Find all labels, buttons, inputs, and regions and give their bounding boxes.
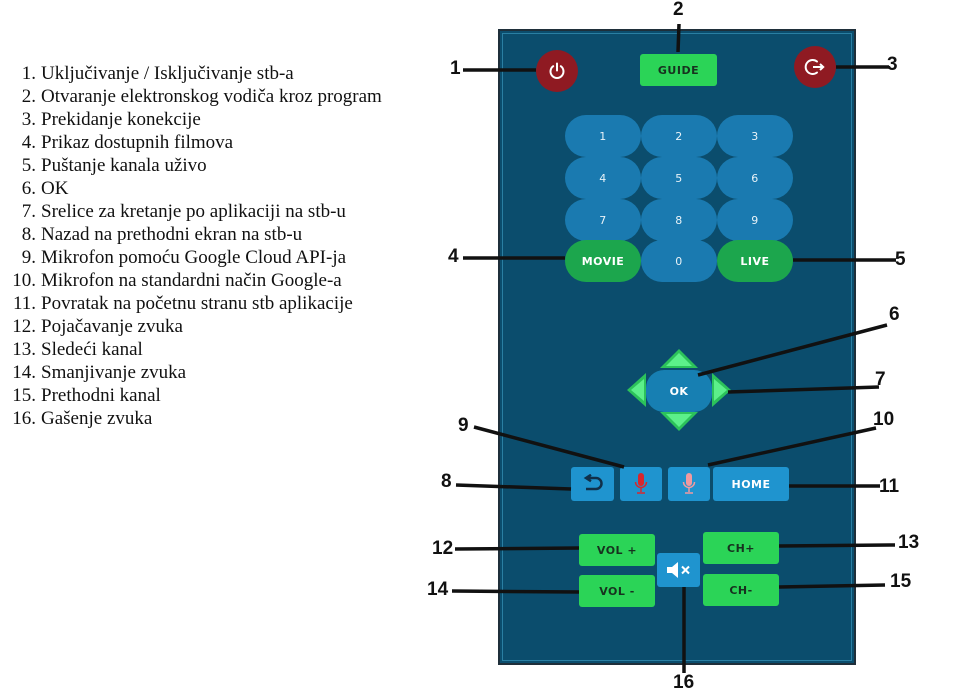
legend-item: 11.Povratak na početnu stranu stb aplika… xyxy=(12,293,353,314)
callout-number-13: 13 xyxy=(898,532,920,553)
logout-icon xyxy=(804,59,825,75)
callout-line-8 xyxy=(455,483,572,491)
callout-line-15 xyxy=(778,583,886,589)
key-0-button[interactable]: 0 xyxy=(641,240,717,282)
callout-line-2 xyxy=(676,23,681,53)
ch-up-button[interactable]: CH+ xyxy=(703,532,779,564)
callout-number-7: 7 xyxy=(875,369,886,390)
movie-button[interactable]: MOVIE xyxy=(565,240,641,282)
legend-item: 10.Mikrofon na standardni način Google-a xyxy=(12,270,342,291)
callout-line-12 xyxy=(454,546,580,551)
ok-button[interactable]: OK xyxy=(646,370,712,412)
key-2-button[interactable]: 2 xyxy=(641,115,717,157)
callout-number-2: 2 xyxy=(673,0,684,20)
legend-item: 12.Pojačavanje zvuka xyxy=(12,316,183,337)
callout-number-9: 9 xyxy=(458,415,469,436)
microphone-icon xyxy=(634,473,648,494)
callout-number-14: 14 xyxy=(427,579,449,600)
power-button[interactable] xyxy=(536,50,578,92)
legend-item: 3.Prekidanje konekcije xyxy=(21,109,201,130)
back-button[interactable] xyxy=(571,467,614,501)
callout-number-12: 12 xyxy=(432,538,454,559)
callout-number-1: 1 xyxy=(450,58,461,79)
google-cloud-mic-button[interactable] xyxy=(620,467,662,501)
key-1-button[interactable]: 1 xyxy=(565,115,641,157)
legend-item: 2.Otvaranje elektronskog vodiča kroz pro… xyxy=(21,86,382,107)
vol-up-button[interactable]: VOL + xyxy=(579,534,655,566)
vol-down-button[interactable]: VOL - xyxy=(579,575,655,607)
legend-item: 5.Puštanje kanala uživo xyxy=(21,155,207,176)
arrow-right-icon[interactable] xyxy=(712,373,731,407)
google-standard-mic-button[interactable] xyxy=(668,467,710,501)
callout-number-11: 11 xyxy=(879,476,900,497)
callout-line-7 xyxy=(727,385,880,394)
key-7-button[interactable]: 7 xyxy=(565,199,641,241)
home-button[interactable]: HOME xyxy=(713,467,789,501)
legend-item: 1.Uključivanje / Isključivanje stb-a xyxy=(21,63,294,84)
callout-number-10: 10 xyxy=(873,409,895,430)
arrow-down-icon[interactable] xyxy=(660,412,698,431)
key-4-button[interactable]: 4 xyxy=(565,157,641,199)
arrow-up-icon[interactable] xyxy=(660,349,698,368)
guide-button[interactable]: GUIDE xyxy=(640,54,717,86)
mute-icon xyxy=(666,562,690,578)
callout-line-10 xyxy=(707,426,877,467)
callout-line-9 xyxy=(473,425,625,469)
live-button[interactable]: LIVE xyxy=(717,240,793,282)
legend-item: 16.Gašenje zvuka xyxy=(12,408,153,429)
arrow-left-icon[interactable] xyxy=(627,373,646,407)
legend-item: 15.Prethodni kanal xyxy=(12,385,161,406)
legend-item: 14.Smanjivanje zvuka xyxy=(12,362,187,383)
callout-line-6 xyxy=(697,323,888,377)
callout-number-5: 5 xyxy=(895,249,906,270)
callout-number-15: 15 xyxy=(890,571,912,592)
mute-button[interactable] xyxy=(657,553,700,587)
key-9-button[interactable]: 9 xyxy=(717,199,793,241)
power-icon xyxy=(549,62,565,79)
callout-line-13 xyxy=(778,543,896,548)
microphone-icon xyxy=(682,473,696,494)
callout-number-6: 6 xyxy=(889,304,900,325)
ch-down-button[interactable]: CH- xyxy=(703,574,779,606)
callout-line-14 xyxy=(451,589,580,594)
back-arrow-icon xyxy=(583,474,603,491)
key-8-button[interactable]: 8 xyxy=(641,199,717,241)
legend-item: 8.Nazad na prethodni ekran na stb-u xyxy=(21,224,303,245)
callout-number-8: 8 xyxy=(441,471,452,492)
callout-number-3: 3 xyxy=(887,54,898,75)
callout-number-16: 16 xyxy=(673,672,695,693)
legend-item: 13.Sledeći kanal xyxy=(12,339,143,360)
legend-list: 1.Uključivanje / Isključivanje stb-a 2.O… xyxy=(10,62,382,430)
direction-pad xyxy=(627,349,731,431)
key-6-button[interactable]: 6 xyxy=(717,157,793,199)
disconnect-button[interactable] xyxy=(794,46,836,88)
callout-number-4: 4 xyxy=(448,246,459,267)
key-3-button[interactable]: 3 xyxy=(717,115,793,157)
legend-item: 9.Mikrofon pomoću Google Cloud API-ja xyxy=(21,247,347,268)
legend-item: 6.OK xyxy=(21,178,69,199)
legend-item: 7.Srelice za kretanje po aplikaciji na s… xyxy=(21,201,346,222)
key-5-button[interactable]: 5 xyxy=(641,157,717,199)
legend-item: 4.Prikaz dostupnih filmova xyxy=(21,132,234,153)
